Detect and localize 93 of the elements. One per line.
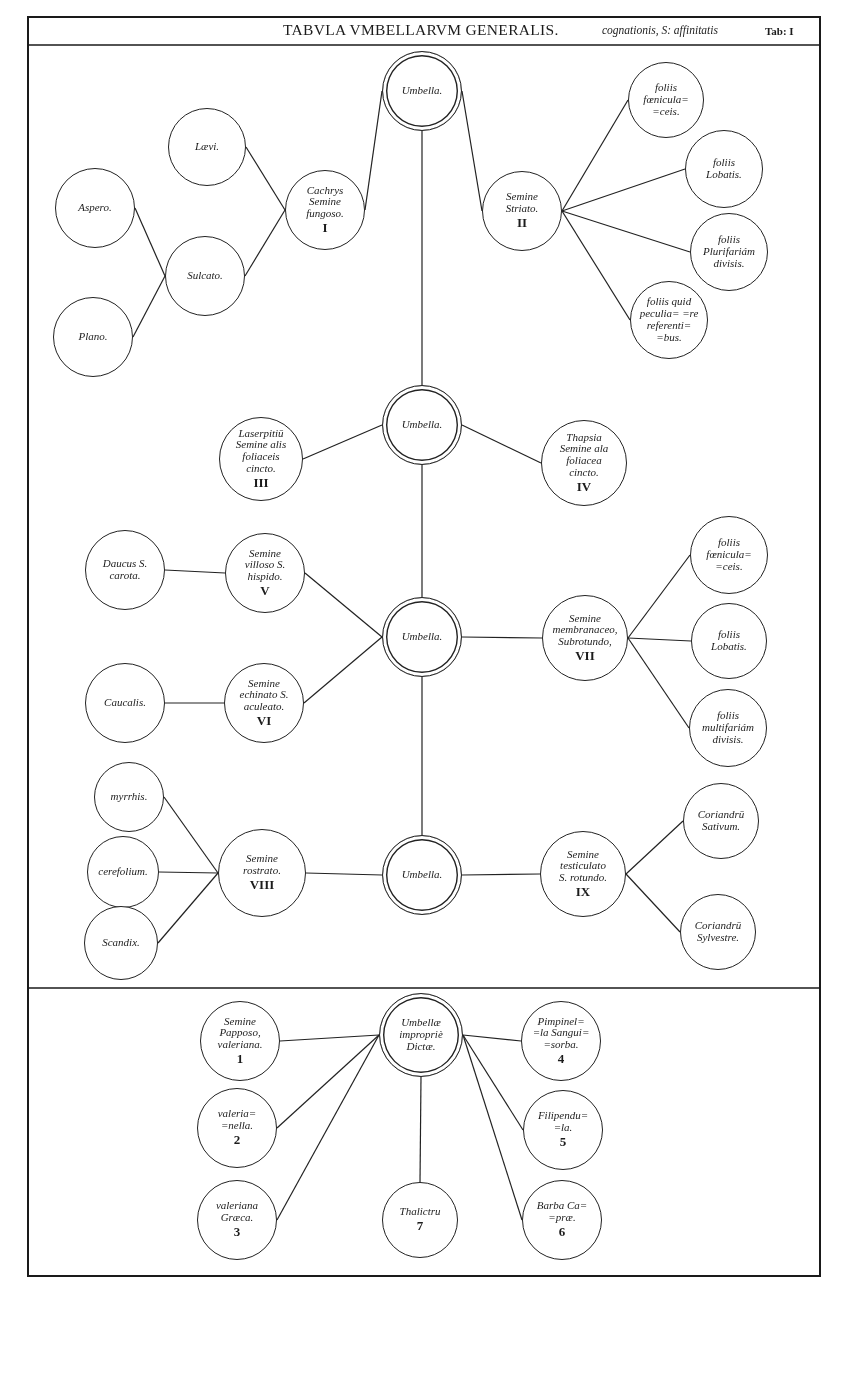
node-label: Filipendu= =la. [536, 1110, 590, 1135]
node-label: myrrhis. [110, 791, 148, 803]
node-number: 5 [559, 1135, 567, 1150]
node-label: valeria= =nella. [216, 1108, 258, 1133]
connector-line [561, 99, 629, 212]
node-label: Umbella. [401, 419, 443, 431]
node-label: Daucus S. carota. [101, 558, 149, 582]
node-label: Lævi. [194, 141, 220, 153]
connector-line [276, 1034, 380, 1221]
title: TABVLA VMBELLARVM GENERALIS. [283, 21, 559, 39]
node-label: Semine Striato. [504, 191, 540, 216]
node-number: I [322, 221, 328, 236]
connector-line [164, 702, 225, 704]
node-label: cerefolium. [98, 866, 148, 878]
node-label: Semine rostrato. [242, 853, 282, 878]
connector-line [279, 1034, 380, 1042]
node-label: Umbella. [401, 631, 443, 643]
node-label: Pimpinel= =la Sangui= =sorba. [531, 1015, 591, 1052]
connector-line [561, 210, 631, 321]
connector-line [305, 872, 383, 876]
node-label: foliis fœnicula= =ceis. [642, 82, 690, 118]
node-label: Umbellæ impropriè Dictæ. [398, 1017, 444, 1053]
connector-line [163, 796, 219, 874]
node-label: Thapsia Semine ala foliacea cincto. [558, 431, 610, 480]
node-label: Plano. [78, 331, 108, 343]
node-label: Aspero. [78, 202, 112, 214]
node-label: Thalictru [399, 1206, 441, 1219]
node-label: foliis Plurifariám divisis. [702, 234, 756, 270]
node-label: Umbella. [401, 869, 443, 881]
node-label: foliis multifariám divisis. [701, 710, 755, 746]
node-number: 1 [236, 1052, 244, 1067]
connector-line [303, 636, 383, 704]
connector-line [421, 676, 423, 836]
connector-line [421, 464, 423, 598]
node-label: Scandix. [102, 937, 140, 949]
node-label: Semine membranaceo, Subrotundo, [551, 612, 619, 649]
connector-line [419, 1076, 422, 1183]
node-number: 6 [558, 1225, 566, 1240]
node-label: foliis Lobatis. [705, 157, 743, 181]
connector-line [132, 275, 166, 338]
node-label: foliis fœnicula= =ceis. [705, 537, 753, 573]
connector-line [462, 1034, 523, 1221]
connector-line [625, 820, 684, 875]
connector-line [158, 871, 219, 874]
node-number: 7 [416, 1219, 424, 1234]
node-number: VI [256, 714, 272, 729]
node-number: VIII [249, 878, 275, 893]
node-number: 3 [233, 1225, 241, 1240]
node-label: Coriandrū Sativum. [696, 809, 746, 833]
node-number: II [516, 216, 528, 231]
connector-line [157, 872, 219, 944]
node-label: Sulcato. [187, 270, 223, 282]
node-label: Coriandrū Sylvestre. [693, 920, 743, 944]
node-label: Caucalis. [104, 697, 146, 709]
connector-line [461, 873, 541, 876]
connector-line [461, 636, 543, 639]
subtitle: cognationis, S: affinitatis [602, 24, 718, 36]
connector-line [244, 209, 286, 277]
node-label: foliis Lobatis. [710, 629, 748, 653]
connector-line [421, 130, 423, 386]
node-number: III [253, 476, 269, 491]
node-number: IV [576, 480, 592, 495]
connector-line [245, 146, 286, 211]
connector-line [625, 873, 681, 933]
connector-line [462, 1034, 522, 1042]
connector-line [561, 210, 691, 253]
connector-line [304, 572, 383, 638]
node-number: IX [575, 885, 591, 900]
node-number: VII [575, 649, 595, 664]
node-number: V [260, 584, 270, 599]
node-label: Semine echinato S. aculeato. [238, 677, 290, 714]
node-number: 4 [557, 1052, 565, 1067]
plate-number: Tab: I [765, 25, 794, 37]
connector-line [561, 168, 686, 212]
node-label: valeriana Græca. [214, 1200, 260, 1225]
connector-line [134, 207, 166, 277]
connector-line [627, 637, 692, 642]
node-label: Laserpitiū Semine alis foliaceis cincto. [234, 427, 288, 476]
connector-line [164, 569, 226, 574]
connector-line [627, 554, 691, 639]
connector-line [302, 424, 383, 460]
node-label: foliis quid peculia= =re referenti= =bus. [638, 296, 700, 344]
connector-line [276, 1034, 380, 1129]
node-label: Barba Ca= =præ. [535, 1200, 589, 1225]
node-label: Semine testiculato S. rotundo. [557, 848, 609, 885]
connector-line [462, 1034, 524, 1131]
node-label: Semine Papposo, valeriana. [216, 1015, 264, 1052]
connector-line [461, 424, 542, 464]
connector-line [627, 637, 690, 729]
node-label: Umbella. [401, 85, 443, 97]
node-label: Semine villoso S. hispido. [243, 547, 287, 584]
node-number: 2 [233, 1133, 241, 1148]
node-label: Cachrys Semine fungoso. [305, 184, 345, 221]
